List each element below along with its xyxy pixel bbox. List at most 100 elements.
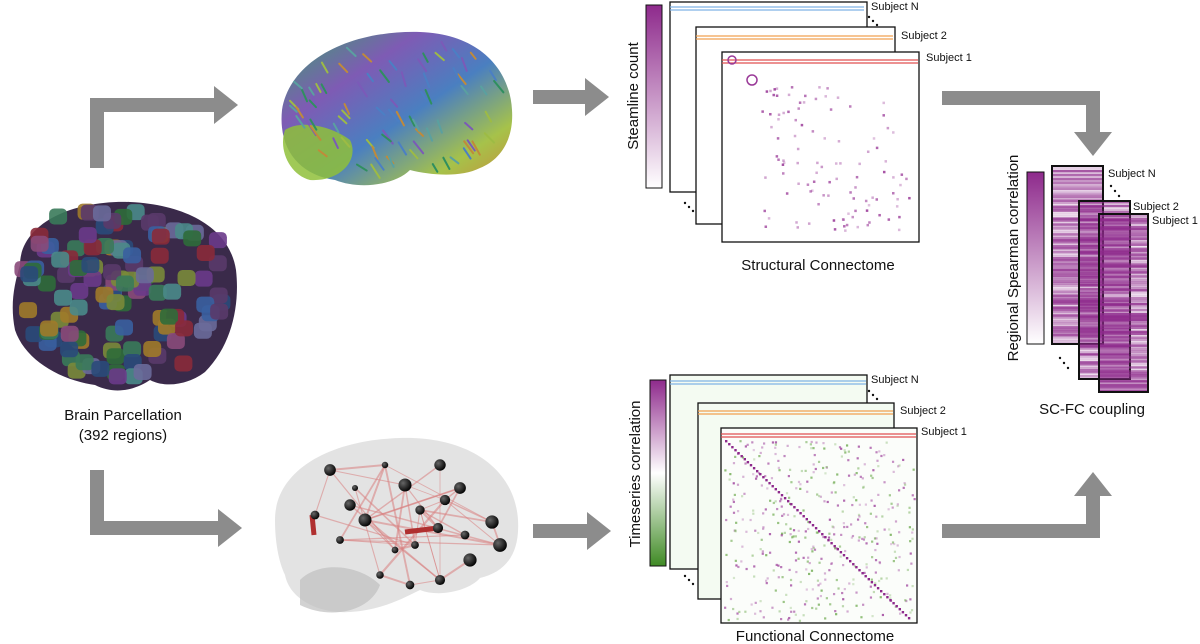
matrix-cell: [759, 600, 762, 603]
matrix-cell: [880, 454, 883, 458]
matrix-cell: [909, 552, 912, 555]
matrix-cell: [833, 533, 836, 536]
matrix-cell: [877, 465, 880, 468]
matrix-cell: [787, 500, 790, 503]
network-node: [434, 574, 446, 586]
matrix-cell: [895, 605, 898, 608]
coupling-band: [1099, 384, 1148, 387]
matrix-cell: [872, 469, 875, 472]
coupling-band: [1052, 251, 1103, 254]
matrix-cell: [771, 441, 775, 444]
fiber-tract: [308, 86, 315, 96]
matrix-cell: [814, 467, 817, 471]
matrix-cell: [855, 471, 858, 475]
coupling-band: [1052, 306, 1103, 309]
matrix-cell: [908, 511, 911, 514]
matrix-cell: [734, 449, 737, 452]
fiber-tract: [489, 69, 497, 81]
parcel-region: [196, 244, 215, 261]
matrix-cell: [843, 484, 846, 487]
coupling-band: [1099, 330, 1148, 333]
matrix-cell: [833, 545, 836, 548]
fiber-tract: [289, 104, 298, 113]
coupling-subject-n-label: Subject N: [1108, 168, 1156, 180]
matrix-cell: [777, 576, 780, 579]
matrix-cell: [836, 96, 840, 99]
matrix-cell: [906, 584, 909, 587]
coupling-band: [1099, 249, 1148, 252]
matrix-cell: [761, 110, 764, 113]
coupling-band: [1079, 202, 1130, 206]
matrix-cell: [909, 611, 912, 614]
matrix-cell: [802, 515, 805, 518]
parcel-region: [30, 235, 49, 252]
matrix-cell: [876, 587, 880, 590]
coupling-band: [1099, 316, 1148, 320]
matrix-cell: [724, 469, 727, 472]
matrix-cell: [841, 510, 844, 513]
matrix-cell: [764, 176, 767, 179]
matrix-cell: [848, 582, 851, 585]
matrix-cell: [874, 582, 877, 585]
matrix-cell: [797, 182, 800, 185]
matrix-cell: [798, 101, 802, 104]
matrix-cell: [772, 93, 775, 97]
network-edge: [384, 464, 493, 523]
matrix-cell: [898, 464, 901, 467]
matrix-cell: [742, 475, 745, 478]
coupling-band: [1052, 253, 1103, 256]
coupling-band: [1099, 378, 1148, 381]
matrix-cell: [778, 610, 781, 613]
network-node: [463, 553, 477, 567]
network-node: [411, 541, 419, 549]
matrix-cell: [760, 484, 763, 487]
matrix-cell: [870, 474, 873, 477]
matrix-cell: [840, 533, 843, 536]
matrix-cell: [909, 598, 912, 601]
matrix-cell: [873, 584, 877, 587]
matrix-cell: [886, 596, 889, 599]
coupling-band: [1052, 316, 1103, 319]
matrix-cell: [789, 527, 792, 530]
coupling-band: [1052, 237, 1103, 240]
parcel-region: [83, 270, 102, 287]
fiber-tract: [462, 147, 472, 160]
structural-subject-1-label: Subject 1: [926, 52, 972, 64]
matrix-cell: [882, 114, 885, 117]
matrix-cell: [861, 572, 864, 575]
coupling-band: [1052, 282, 1103, 285]
matrix-cell: [765, 554, 768, 557]
coupling-band: [1052, 298, 1103, 301]
matrix-cell: [847, 459, 850, 462]
matrix-cell: [897, 465, 900, 468]
coupling-band: [1099, 291, 1148, 294]
matrix-cell: [898, 531, 901, 534]
matrix-cell: [863, 536, 866, 539]
parcel-region: [208, 232, 227, 249]
matrix-cell: [728, 478, 731, 481]
coupling-band: [1099, 336, 1148, 339]
network-node: [376, 571, 384, 579]
fiber-tract: [309, 118, 318, 131]
matrix-cell: [850, 536, 854, 539]
coupling-band: [1099, 388, 1148, 391]
matrix-cell: [814, 527, 818, 530]
coupling-band: [1099, 277, 1148, 280]
matrix-cell: [789, 578, 793, 582]
matrix-cell: [736, 510, 740, 513]
network-node: [344, 499, 356, 511]
coupling-band: [1099, 247, 1148, 250]
coupling-band: [1052, 193, 1103, 196]
matrix-cell: [905, 177, 908, 181]
coupling-band: [1052, 266, 1103, 270]
coupling-band: [1079, 210, 1130, 214]
coupling-band: [1099, 370, 1148, 373]
matrix-cell: [779, 500, 782, 503]
arrow-structural-to-coupling: [942, 91, 1112, 156]
coupling-band: [1052, 294, 1103, 297]
matrix-cell: [857, 467, 860, 470]
coupling-band: [1099, 318, 1148, 322]
parcel-region: [70, 283, 89, 300]
coupling-band: [1099, 334, 1148, 337]
matrix-cell: [775, 87, 779, 90]
